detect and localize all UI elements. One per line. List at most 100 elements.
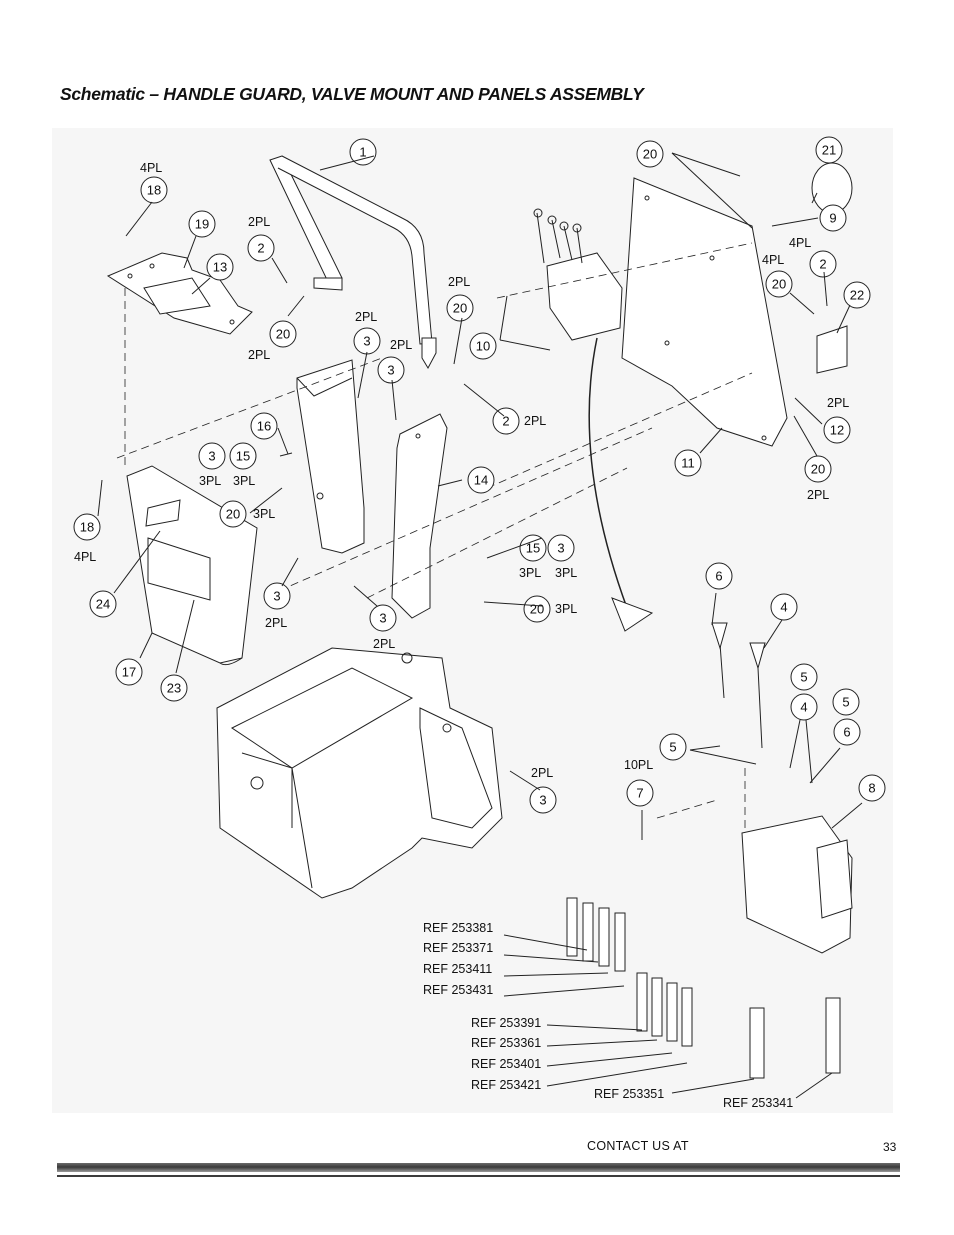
ref-253401: REF 253401 xyxy=(471,1057,541,1071)
zoom-arrow-head xyxy=(611,597,654,632)
qty-12: 2PL xyxy=(827,396,849,410)
valve-mount-frame-part xyxy=(216,647,503,899)
callout-c3e: 3 xyxy=(369,604,397,632)
callout-c17: 17 xyxy=(115,658,143,686)
callout-number: 3 xyxy=(539,793,546,808)
callout-c19: 19 xyxy=(188,210,216,238)
qty-20g: 2PL xyxy=(807,488,829,502)
callout-circle xyxy=(636,140,664,168)
callout-number: 13 xyxy=(213,260,227,275)
callout-c15b: 15 xyxy=(519,534,547,562)
callout-c6b: 6 xyxy=(833,718,861,746)
callout-c20a: 20 xyxy=(269,320,297,348)
qty-20d: 3PL xyxy=(555,602,577,616)
callout-circle xyxy=(188,210,216,238)
qty-3e: 2PL xyxy=(373,637,395,651)
callout-c3f: 3 xyxy=(547,534,575,562)
callout-circle xyxy=(765,270,793,298)
callout-circle xyxy=(819,204,847,232)
callout-c4b: 4 xyxy=(790,693,818,721)
callout-number: 3 xyxy=(379,611,386,626)
upright-16-part xyxy=(296,359,365,554)
callout-circle xyxy=(519,534,547,562)
callout-number: 2 xyxy=(819,257,826,272)
callout-circle xyxy=(377,356,405,384)
callout-number: 18 xyxy=(147,183,161,198)
qty-2c: 4PL xyxy=(762,253,784,267)
qty-3b: 2PL xyxy=(390,338,412,352)
callout-number: 20 xyxy=(276,327,290,342)
qty-18a: 4PL xyxy=(140,161,162,175)
callout-c8: 8 xyxy=(858,774,886,802)
callout-circle xyxy=(160,674,188,702)
callout-c5c: 5 xyxy=(659,733,687,761)
callout-c18a: 18 xyxy=(140,176,168,204)
callout-circle xyxy=(229,442,257,470)
callout-number: 5 xyxy=(842,695,849,710)
callout-circle xyxy=(626,779,654,807)
callout-circle xyxy=(523,595,551,623)
callout-number: 1 xyxy=(359,145,366,160)
callout-c10: 10 xyxy=(469,332,497,360)
callout-number: 16 xyxy=(257,419,271,434)
ref-253411: REF 253411 xyxy=(423,962,492,976)
callout-c20d: 20 xyxy=(523,595,551,623)
callout-circle xyxy=(349,138,377,166)
callout-circle xyxy=(115,658,143,686)
callout-c21: 21 xyxy=(815,136,843,164)
ref-253421: REF 253421 xyxy=(471,1078,541,1092)
footer-rule-thin xyxy=(57,1175,900,1177)
callout-number: 8 xyxy=(868,781,875,796)
callout-c3a: 3 xyxy=(353,327,381,355)
callout-number: 23 xyxy=(167,681,181,696)
callout-number: 20 xyxy=(772,277,786,292)
callout-circle xyxy=(250,412,278,440)
callout-number: 20 xyxy=(453,301,467,316)
callout-c23: 23 xyxy=(160,674,188,702)
callout-circle xyxy=(219,500,247,528)
callout-number: 4 xyxy=(800,700,807,715)
callout-number: 3 xyxy=(363,334,370,349)
callout-c14: 14 xyxy=(467,466,495,494)
callout-number: 9 xyxy=(829,211,836,226)
hose-group-right xyxy=(749,997,841,1079)
ref-label-layer: REF 253381 REF 253371 REF 253411 REF 253… xyxy=(423,921,793,1110)
callout-number: 19 xyxy=(195,217,209,232)
footer-contact: CONTACT US AT xyxy=(587,1139,689,1153)
callout-c5a: 5 xyxy=(790,663,818,691)
callout-number: 5 xyxy=(669,740,676,755)
callout-c24: 24 xyxy=(89,590,117,618)
callout-c3c: 3 xyxy=(198,442,226,470)
callout-circle xyxy=(73,513,101,541)
ref-253381: REF 253381 xyxy=(423,921,493,935)
qty-3a: 2PL xyxy=(355,310,377,324)
callout-number: 6 xyxy=(843,725,850,740)
callout-circle xyxy=(89,590,117,618)
callout-number: 24 xyxy=(96,597,110,612)
callout-c15a: 15 xyxy=(229,442,257,470)
callout-circle xyxy=(770,593,798,621)
control-valve-lower-part xyxy=(711,622,853,954)
callout-c2c: 2 xyxy=(809,250,837,278)
callout-number: 20 xyxy=(811,462,825,477)
assembly-lines xyxy=(116,242,753,828)
callout-c20e: 20 xyxy=(636,140,664,168)
callout-circle xyxy=(198,442,226,470)
schematic-drawing: 1181913220332010216143152018241723331532… xyxy=(73,136,886,1110)
callout-circle xyxy=(823,416,851,444)
callout-c9: 9 xyxy=(819,204,847,232)
callout-circle xyxy=(815,136,843,164)
upright-14-part xyxy=(391,413,448,619)
callout-circle xyxy=(674,449,702,477)
callout-circle xyxy=(492,407,520,435)
callout-c20f: 20 xyxy=(765,270,793,298)
callout-number: 15 xyxy=(236,449,250,464)
callout-circle xyxy=(790,663,818,691)
callout-c12: 12 xyxy=(823,416,851,444)
callout-circle xyxy=(269,320,297,348)
qty-18b: 4PL xyxy=(74,550,96,564)
callout-number: 2 xyxy=(257,241,264,256)
leader-lines xyxy=(97,152,863,1099)
